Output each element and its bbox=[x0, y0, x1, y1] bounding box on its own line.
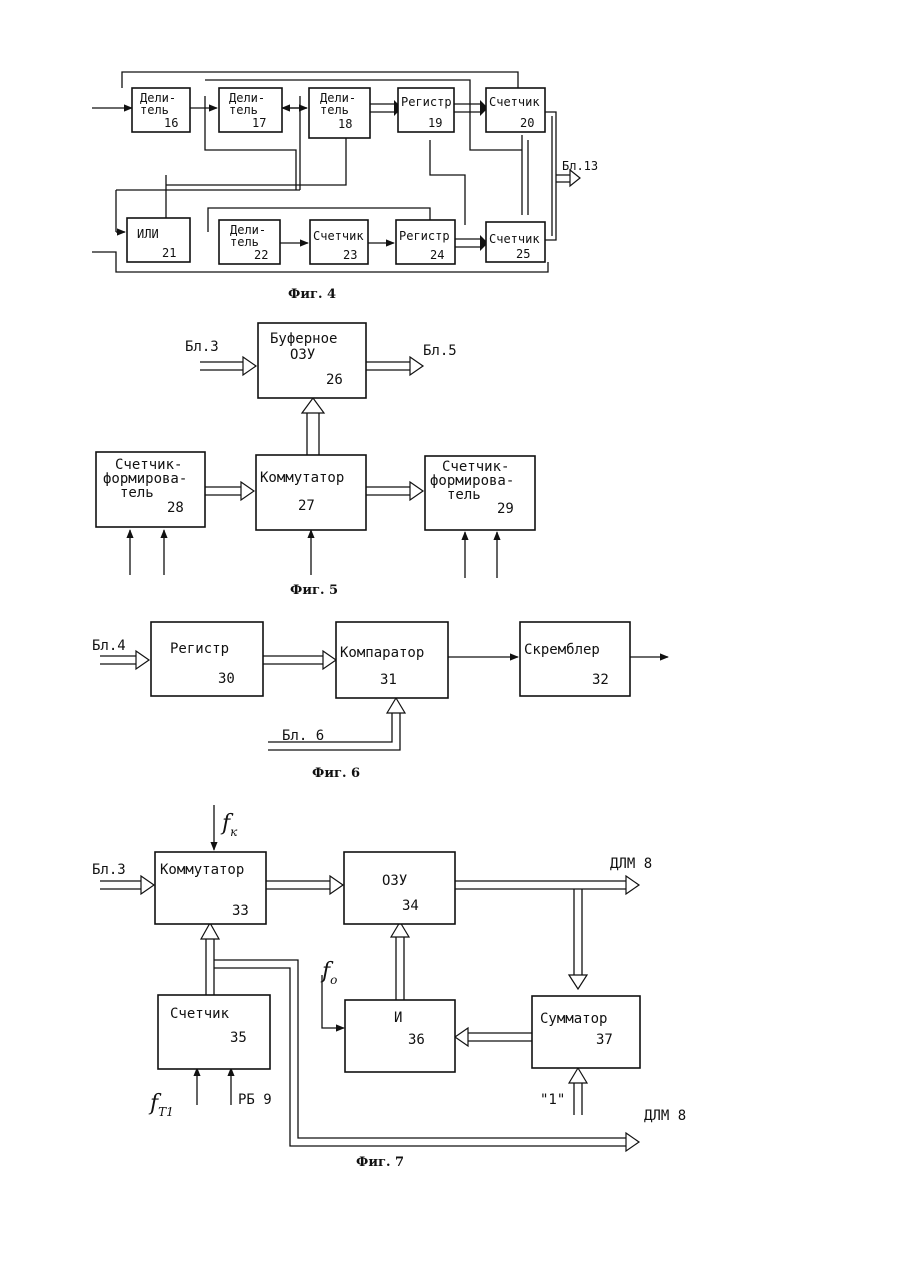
block-26-label-2: ОЗУ bbox=[290, 347, 315, 363]
block-36-label: И bbox=[394, 1010, 402, 1026]
block-30-number: 30 bbox=[218, 671, 235, 687]
freq-ft1-label: fТ1 bbox=[148, 1091, 174, 1119]
block-37-label: Сумматор bbox=[540, 1011, 607, 1027]
block-33-number: 33 bbox=[232, 903, 249, 919]
block-25-number: 25 bbox=[516, 247, 530, 261]
block-17-number: 17 bbox=[252, 116, 266, 130]
freq-fk-label: fк bbox=[220, 811, 238, 839]
block-24-label: Регистр bbox=[399, 229, 450, 243]
block-32-scrambler bbox=[520, 622, 630, 696]
fig5-input-label: Бл.3 bbox=[185, 339, 219, 355]
fig7-input-label: Бл.3 bbox=[92, 862, 126, 878]
fig6-caption: Фиг. 6 bbox=[312, 766, 360, 781]
block-19-number: 19 bbox=[428, 116, 442, 130]
figure-5: Буферное ОЗУ 26 Коммутатор 27 Счетчик- ф… bbox=[96, 323, 535, 598]
block-30-label: Регистр bbox=[170, 641, 229, 657]
block-28-number: 28 bbox=[167, 500, 184, 516]
block-34-number: 34 bbox=[402, 898, 419, 914]
block-22-number: 22 bbox=[254, 248, 268, 262]
fig7-output-1-label: ДЛМ 8 bbox=[610, 856, 652, 872]
block-31-label: Компаратор bbox=[340, 645, 424, 661]
block-27-commutator bbox=[256, 455, 366, 530]
block-19-label: Регистр bbox=[401, 95, 452, 109]
fig6-input-label: Бл.4 bbox=[92, 638, 126, 654]
block-24-number: 24 bbox=[430, 248, 444, 262]
block-35-number: 35 bbox=[230, 1030, 247, 1046]
block-17-label-2: тель bbox=[229, 103, 258, 117]
figure-4: Дели- тель 16 Дели- тель 17 Дели- тель 1… bbox=[92, 72, 598, 302]
block-16-label-2: тель bbox=[140, 103, 169, 117]
block-20-number: 20 bbox=[520, 116, 534, 130]
block-21-label: ИЛИ bbox=[137, 227, 159, 241]
block-18-label-2: тель bbox=[320, 103, 349, 117]
block-31-number: 31 bbox=[380, 672, 397, 688]
figure-6: Регистр 30 Компаратор 31 Скремблер 32 Бл… bbox=[92, 622, 668, 781]
fig5-caption: Фиг. 5 bbox=[290, 583, 338, 598]
block-30-register bbox=[151, 622, 263, 696]
block-37-number: 37 bbox=[596, 1032, 613, 1048]
block-20-label: Счетчик bbox=[489, 95, 540, 109]
fig7-output-2-label: ДЛМ 8 bbox=[644, 1108, 686, 1124]
block-16-number: 16 bbox=[164, 116, 178, 130]
block-26-label-1: Буферное bbox=[270, 331, 337, 347]
figure-7: Коммутатор 33 ОЗУ 34 Счетчик 35 И 36 Сум… bbox=[92, 805, 686, 1170]
block-33-label: Коммутатор bbox=[160, 862, 244, 878]
block-36-number: 36 bbox=[408, 1032, 425, 1048]
block-32-number: 32 bbox=[592, 672, 609, 688]
fig4-output-label: Бл.13 bbox=[562, 159, 598, 173]
block-34-label: ОЗУ bbox=[382, 873, 407, 889]
fig7-one-label: "1" bbox=[540, 1092, 565, 1108]
block-27-number: 27 bbox=[298, 498, 315, 514]
fig7-rb-label: РБ 9 bbox=[238, 1092, 272, 1108]
block-22-label-2: тель bbox=[230, 235, 259, 249]
fig5-output-label: Бл.5 bbox=[423, 343, 457, 359]
block-25-label: Счетчик bbox=[489, 232, 540, 246]
block-29-label-3: тель bbox=[447, 487, 481, 503]
block-27-label: Коммутатор bbox=[260, 470, 344, 486]
block-28-label-3: тель bbox=[120, 485, 154, 501]
block-29-number: 29 bbox=[497, 501, 514, 517]
block-26-number: 26 bbox=[326, 372, 343, 388]
block-18-number: 18 bbox=[338, 117, 352, 131]
fig7-caption: Фиг. 7 bbox=[356, 1155, 404, 1170]
block-23-label: Счетчик bbox=[313, 229, 364, 243]
block-35-label: Счетчик bbox=[170, 1006, 230, 1022]
block-37-adder bbox=[532, 996, 640, 1068]
block-21-number: 21 bbox=[162, 246, 176, 260]
fig6-input2-label: Бл. 6 bbox=[282, 728, 324, 744]
freq-fo-label: fо bbox=[320, 959, 337, 987]
block-23-number: 23 bbox=[343, 248, 357, 262]
fig4-caption: Фиг. 4 bbox=[288, 287, 336, 302]
block-32-label: Скремблер bbox=[524, 642, 600, 658]
